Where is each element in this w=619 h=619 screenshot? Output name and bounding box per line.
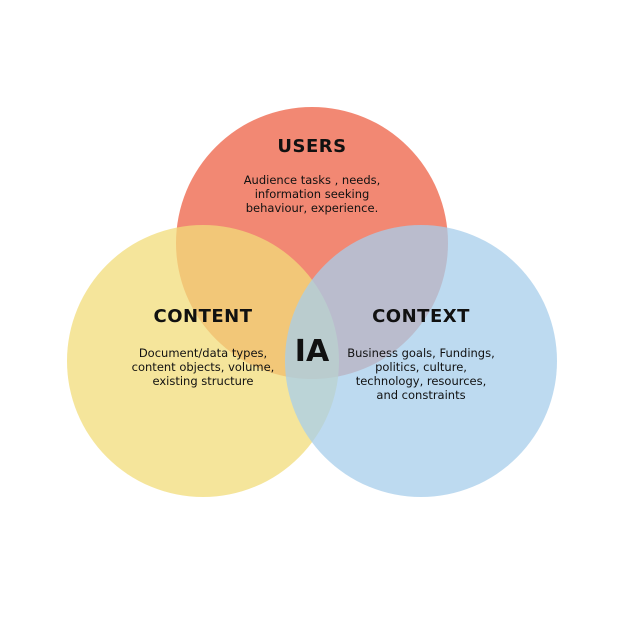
users-title: USERS [277, 136, 347, 157]
description-line: politics, culture, [375, 360, 467, 374]
description-line: information seeking [254, 187, 370, 201]
content-title: CONTENT [153, 306, 253, 327]
description-line: Audience tasks , needs, [243, 173, 381, 187]
context-title: CONTEXT [372, 306, 470, 327]
description-line: content objects, volume, [131, 360, 275, 374]
content-description: Document/data types,content objects, vol… [103, 346, 303, 388]
context-circle [285, 225, 557, 497]
description-line: and constraints [376, 388, 466, 402]
content-circle [67, 225, 339, 497]
center-ia-label: IA [294, 334, 330, 369]
users-description: Audience tasks , needs,information seeki… [212, 173, 412, 215]
description-line: technology, resources, [355, 374, 487, 388]
description-line: existing structure [152, 374, 254, 388]
description-line: Document/data types, [138, 346, 268, 360]
context-description: Business goals, Fundings,politics, cultu… [321, 346, 521, 402]
description-line: Business goals, Fundings, [347, 346, 495, 360]
description-line: behaviour, experience. [245, 201, 379, 215]
